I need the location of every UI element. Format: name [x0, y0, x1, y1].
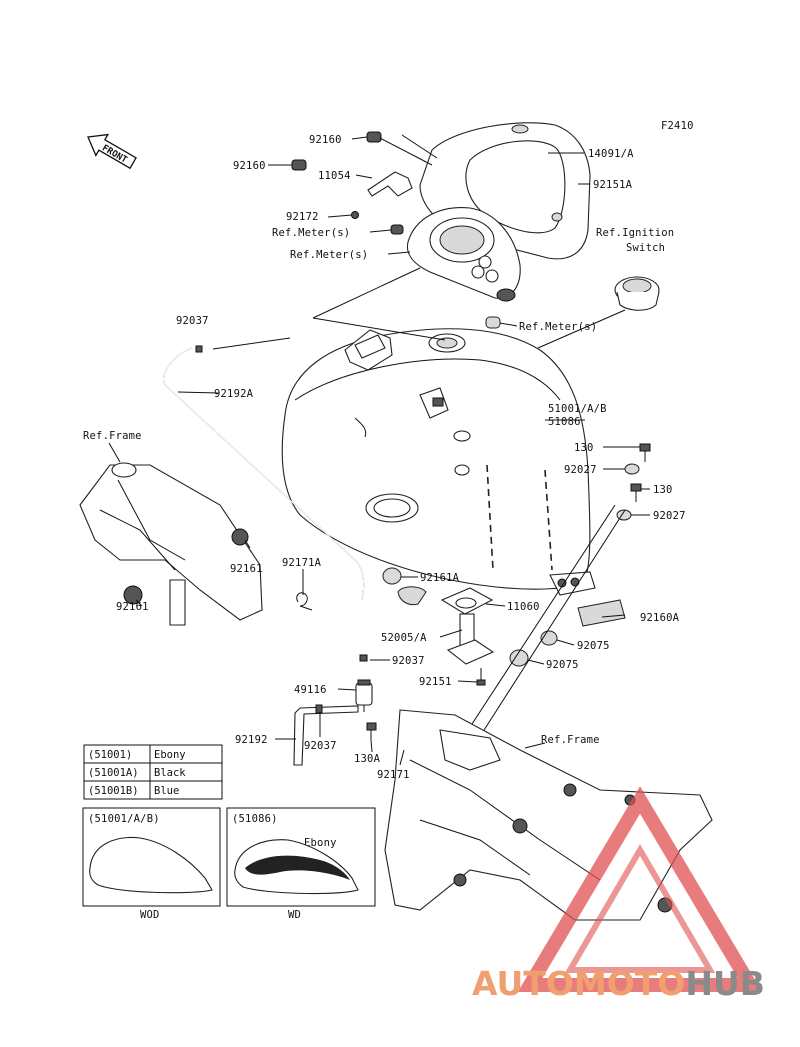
watermark-text-2: HUB: [685, 964, 765, 1003]
leader-lines: [108, 134, 650, 766]
watermark-triangle-icon: [517, 786, 763, 992]
color-table-code-2: (51001B): [88, 785, 139, 797]
label-130a: 130A: [354, 753, 381, 765]
bolt-92151-part: [476, 668, 486, 686]
grommet-meter-part: [390, 224, 404, 235]
inset-51086-tag: Ebony: [304, 837, 337, 849]
label-ref-ignition-1: Ref.Ignition: [596, 227, 674, 239]
color-table-code-1: (51001A): [88, 767, 139, 779]
label-ref-ignition-2: Switch: [626, 242, 665, 254]
nut-92172-part: [351, 211, 359, 219]
inset-51001: (51001/A/B) WOD: [82, 807, 221, 921]
label-49116: 49116: [294, 684, 327, 696]
washer-92027-upper-part: [624, 463, 640, 475]
clamp-92037-top-part: [195, 345, 203, 353]
mount-guide-line: [454, 504, 616, 751]
label-51001: 51001/A/B: [548, 403, 607, 415]
label-92027-upper: 92027: [564, 464, 597, 476]
label-92075-lower: 92075: [546, 659, 579, 671]
label-14091: 14091/A: [588, 148, 634, 160]
label-51086: 51086: [548, 416, 581, 428]
valve-49116-part: [355, 679, 373, 712]
damper-92161a-part: [382, 567, 402, 585]
hidden-line-1: [486, 464, 494, 571]
color-table-code-0: (51001): [88, 749, 132, 761]
label-92037-mid: 92037: [392, 655, 425, 667]
label-92161-lower: 92161: [116, 601, 149, 613]
label-92151: 92151: [419, 676, 452, 688]
label-11060: 11060: [507, 601, 540, 613]
inset-51086: (51086) Ebony WD: [226, 807, 376, 921]
label-92171a: 92171A: [282, 557, 322, 569]
label-130-upper: 130: [574, 442, 594, 454]
mount-guide-line-2: [469, 509, 626, 753]
bracket-11054-part: [367, 171, 413, 197]
hose-92192a-inner: [163, 347, 365, 630]
inset-51086-flame-graphic: [245, 855, 350, 880]
hose-92192-part: [293, 705, 359, 766]
meter-assembly-part: [406, 207, 521, 302]
label-92151a: 92151A: [593, 179, 633, 191]
figure-code: F2410: [661, 120, 694, 132]
fuel-level-sender-part: [397, 586, 495, 665]
label-92160a: 92160A: [640, 612, 680, 624]
front-arrow-icon: FRONT: [87, 133, 137, 170]
label-92192: 92192: [235, 734, 268, 746]
damper-92075-lower-part: [509, 649, 529, 667]
label-ref-meter-3: Ref.Meter(s): [519, 321, 597, 333]
inset-51086-caption: WD: [288, 909, 301, 921]
grommet-92160-left-part: [291, 159, 307, 171]
color-table: (51001) Ebony (51001A) Black (51001B) Bl…: [83, 744, 223, 800]
label-92171: 92171: [377, 769, 410, 781]
label-92172: 92172: [286, 211, 319, 223]
label-92192a: 92192A: [214, 388, 254, 400]
label-92160-left: 92160: [233, 160, 266, 172]
grommet-92160-top-part: [366, 131, 382, 143]
clip-92171a-part: [296, 592, 313, 611]
label-ref-frame-left: Ref.Frame: [83, 430, 142, 442]
label-ref-meter-1: Ref.Meter(s): [272, 227, 350, 239]
ignition-switch-part: [614, 276, 660, 311]
frame-left-part: [79, 462, 263, 626]
label-92027-lower: 92027: [653, 510, 686, 522]
bolt-130-lower-part: [630, 483, 642, 502]
label-92037-top: 92037: [176, 315, 209, 327]
inset-51001-caption: WOD: [140, 909, 160, 921]
label-11054: 11054: [318, 170, 351, 182]
hidden-line-2: [544, 469, 553, 571]
fuel-tank-part: [281, 328, 596, 596]
svg-text:AUTOMOTOHUB: AUTOMOTOHUB: [472, 964, 765, 1003]
label-ref-frame-right: Ref.Frame: [541, 734, 600, 746]
label-ref-meter-2: Ref.Meter(s): [290, 249, 368, 261]
color-table-color-0: Ebony: [154, 749, 186, 761]
grommet-ref-meter-part: [485, 316, 501, 329]
label-92037-low: 92037: [304, 740, 337, 752]
inset-51086-header: (51086): [232, 813, 278, 825]
label-52005: 52005/A: [381, 632, 427, 644]
color-table-color-1: Black: [154, 767, 186, 779]
label-130-lower: 130: [653, 484, 673, 496]
label-92161a: 92161A: [420, 572, 460, 584]
inset-51001-tank-part: [89, 836, 213, 894]
inset-51001-header: (51001/A/B): [88, 813, 160, 825]
rubber-strip-92160a-part: [577, 599, 626, 627]
clamp-92037-low-part: [315, 704, 323, 714]
label-92160-top: 92160: [309, 134, 342, 146]
label-92161-upper: 92161: [230, 563, 263, 575]
color-table-color-2: Blue: [154, 785, 179, 797]
watermark-logo: AUTOMOTOHUB: [472, 786, 765, 1003]
bolt-130-upper-part: [639, 443, 651, 462]
watermark-text-1: AUTOMOTO: [472, 964, 685, 1003]
bolt-130a-part: [366, 722, 377, 740]
label-92075-upper: 92075: [577, 640, 610, 652]
clamp-92037-mid-part: [359, 654, 368, 662]
